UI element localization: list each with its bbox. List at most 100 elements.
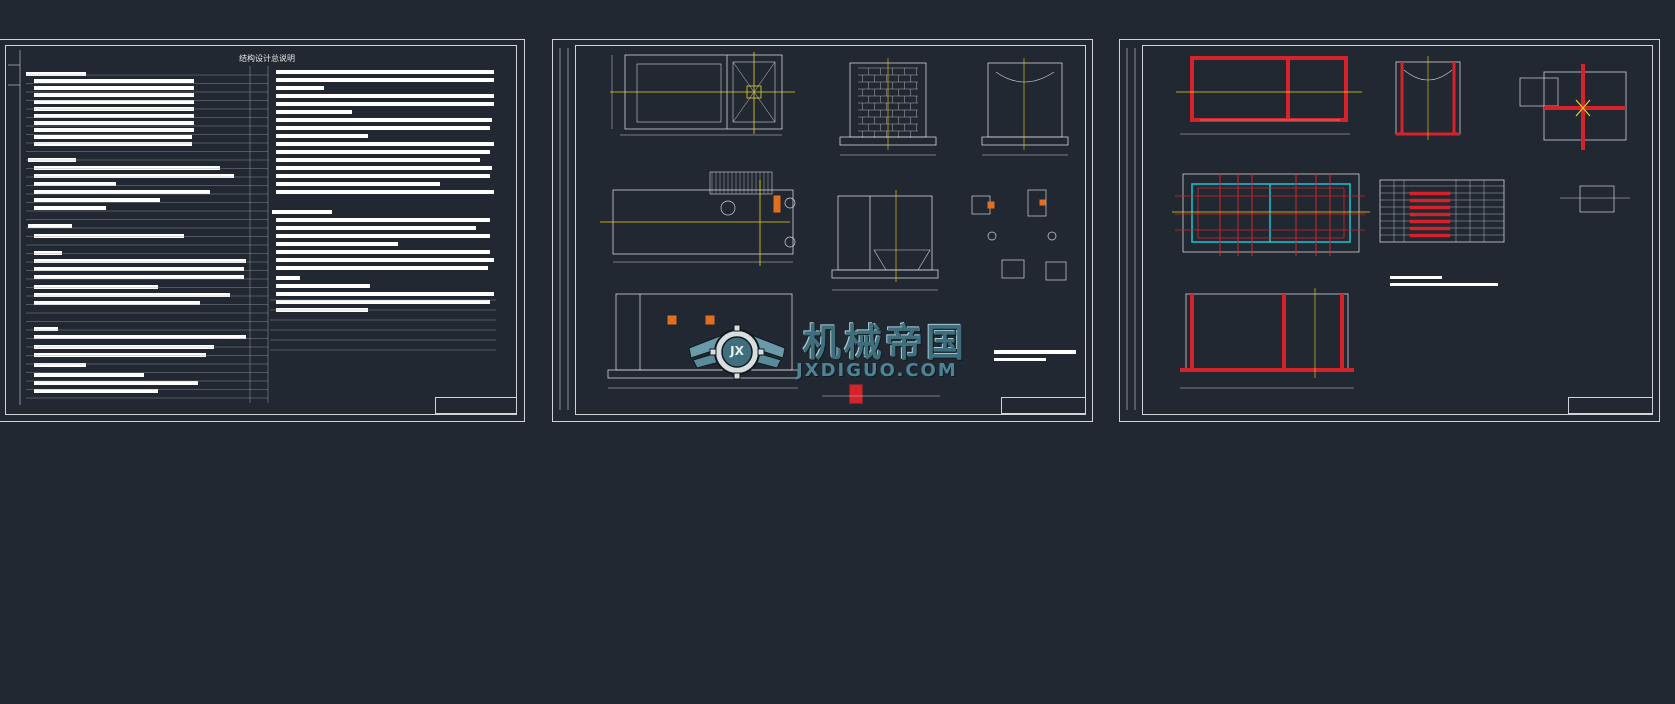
text-block (34, 301, 200, 305)
drawing-sheet-notes[interactable]: 结构设计总说明 (0, 39, 525, 422)
text-block (34, 190, 210, 194)
text-block (994, 350, 1076, 354)
text-block (34, 128, 194, 132)
text-block (276, 126, 490, 130)
rebar-sample (1409, 191, 1451, 196)
watermark-chinese: 机械帝国 (803, 321, 968, 365)
text-block (34, 182, 116, 186)
text-block (34, 293, 230, 297)
pipe-marker (667, 315, 677, 325)
text-block (34, 285, 158, 289)
text-block (272, 210, 332, 214)
section-marker-icon (784, 236, 796, 248)
text-block (276, 150, 490, 154)
text-block (276, 86, 324, 90)
section-footing (831, 269, 939, 279)
drawing-sheet-plans[interactable] (552, 39, 1093, 422)
text-block (276, 166, 492, 170)
sheet-border (575, 45, 1086, 415)
text-block (34, 335, 246, 339)
detail-box (1001, 259, 1025, 279)
text-block (34, 353, 206, 357)
text-block (276, 284, 370, 288)
text-block (34, 373, 144, 377)
text-block (34, 86, 194, 90)
text-block (276, 234, 490, 238)
text-block (28, 224, 72, 228)
detail-box (1045, 261, 1067, 281)
text-block (34, 198, 160, 202)
detail-box (1027, 189, 1047, 217)
text-block (34, 251, 62, 255)
text-block (34, 135, 192, 139)
text-block (34, 275, 244, 279)
title-block (1568, 397, 1653, 414)
text-block (276, 250, 490, 254)
text-block (276, 266, 488, 270)
text-block (34, 121, 194, 125)
text-block (276, 110, 352, 114)
rebar-sample (1409, 198, 1451, 203)
text-block (276, 258, 494, 262)
foundation-cyan (1191, 183, 1351, 243)
text-block (276, 134, 368, 138)
drawing-sheet-reinforcement[interactable] (1119, 39, 1660, 422)
elevation-footing (981, 136, 1069, 146)
watermark-badge-text: JX (730, 344, 744, 358)
notes-title: 结构设计总说明 (239, 54, 295, 63)
plan-opening (746, 85, 762, 99)
section-marker-icon (784, 197, 796, 209)
rebar-junction (1575, 99, 1591, 117)
text-block (34, 166, 220, 170)
text-block (276, 70, 494, 74)
text-block (34, 100, 194, 104)
text-block (26, 72, 86, 76)
section-footing (607, 369, 799, 379)
water-curve (1403, 69, 1453, 81)
text-block (276, 142, 494, 146)
sheet-border (5, 45, 517, 415)
text-block (34, 389, 158, 393)
red-detail (849, 384, 863, 404)
text-block (1390, 276, 1442, 279)
text-block (276, 242, 398, 246)
text-block (34, 381, 198, 385)
rebar-schedule (1379, 179, 1505, 243)
text-block (34, 79, 194, 83)
text-block (994, 358, 1046, 361)
text-block (34, 174, 234, 178)
text-block (34, 363, 86, 367)
pipe-marker (705, 315, 715, 325)
stair-block (709, 171, 773, 195)
text-block (34, 114, 194, 118)
rebar-sample (1409, 233, 1451, 238)
plan-chamber (636, 63, 722, 123)
text-block (276, 182, 440, 186)
sheet-border (1142, 45, 1653, 415)
text-block (34, 93, 194, 97)
foundation-rebar (1197, 187, 1345, 239)
title-block (435, 397, 517, 414)
text-block (276, 218, 490, 222)
text-block (276, 190, 494, 194)
text-block (276, 78, 494, 82)
text-block (34, 142, 192, 146)
detail-marker-icon (987, 231, 997, 241)
watermark-english: JXDIGUO.COM (796, 360, 958, 381)
text-block (276, 118, 492, 122)
rebar-sample (1409, 212, 1451, 217)
text-block (34, 327, 58, 331)
hopper (873, 249, 931, 271)
text-block (276, 300, 490, 304)
text-block (276, 174, 490, 178)
manhole-icon (720, 200, 736, 216)
detail-box (1579, 185, 1615, 213)
detail-box (1519, 77, 1559, 107)
text-block (34, 267, 244, 271)
text-block (276, 94, 494, 98)
text-block (34, 234, 184, 238)
text-block (276, 276, 300, 280)
